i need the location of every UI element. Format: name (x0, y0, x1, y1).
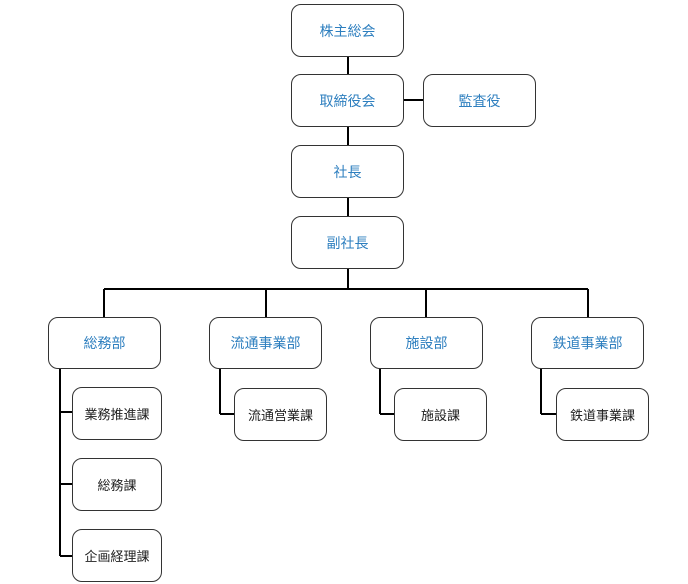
department-railway: 鉄道事業部 (531, 317, 644, 369)
department-facilities: 施設部 (370, 317, 483, 369)
section-railway-business: 鉄道事業課 (556, 388, 649, 441)
auditor-node: 監査役 (423, 74, 536, 127)
shareholders-meeting-node: 株主総会 (291, 4, 404, 57)
section-facilities: 施設課 (394, 388, 487, 441)
vice-president-node: 副社長 (291, 216, 404, 269)
section-general-affairs: 総務課 (72, 458, 162, 511)
section-distribution-sales: 流通営業課 (234, 388, 327, 441)
department-distribution: 流通事業部 (209, 317, 322, 369)
department-general-affairs: 総務部 (48, 317, 161, 369)
president-node: 社長 (291, 145, 404, 198)
board-of-directors-node: 取締役会 (291, 74, 404, 127)
section-business-promotion: 業務推進課 (72, 387, 162, 440)
section-planning-accounting: 企画経理課 (72, 529, 162, 582)
